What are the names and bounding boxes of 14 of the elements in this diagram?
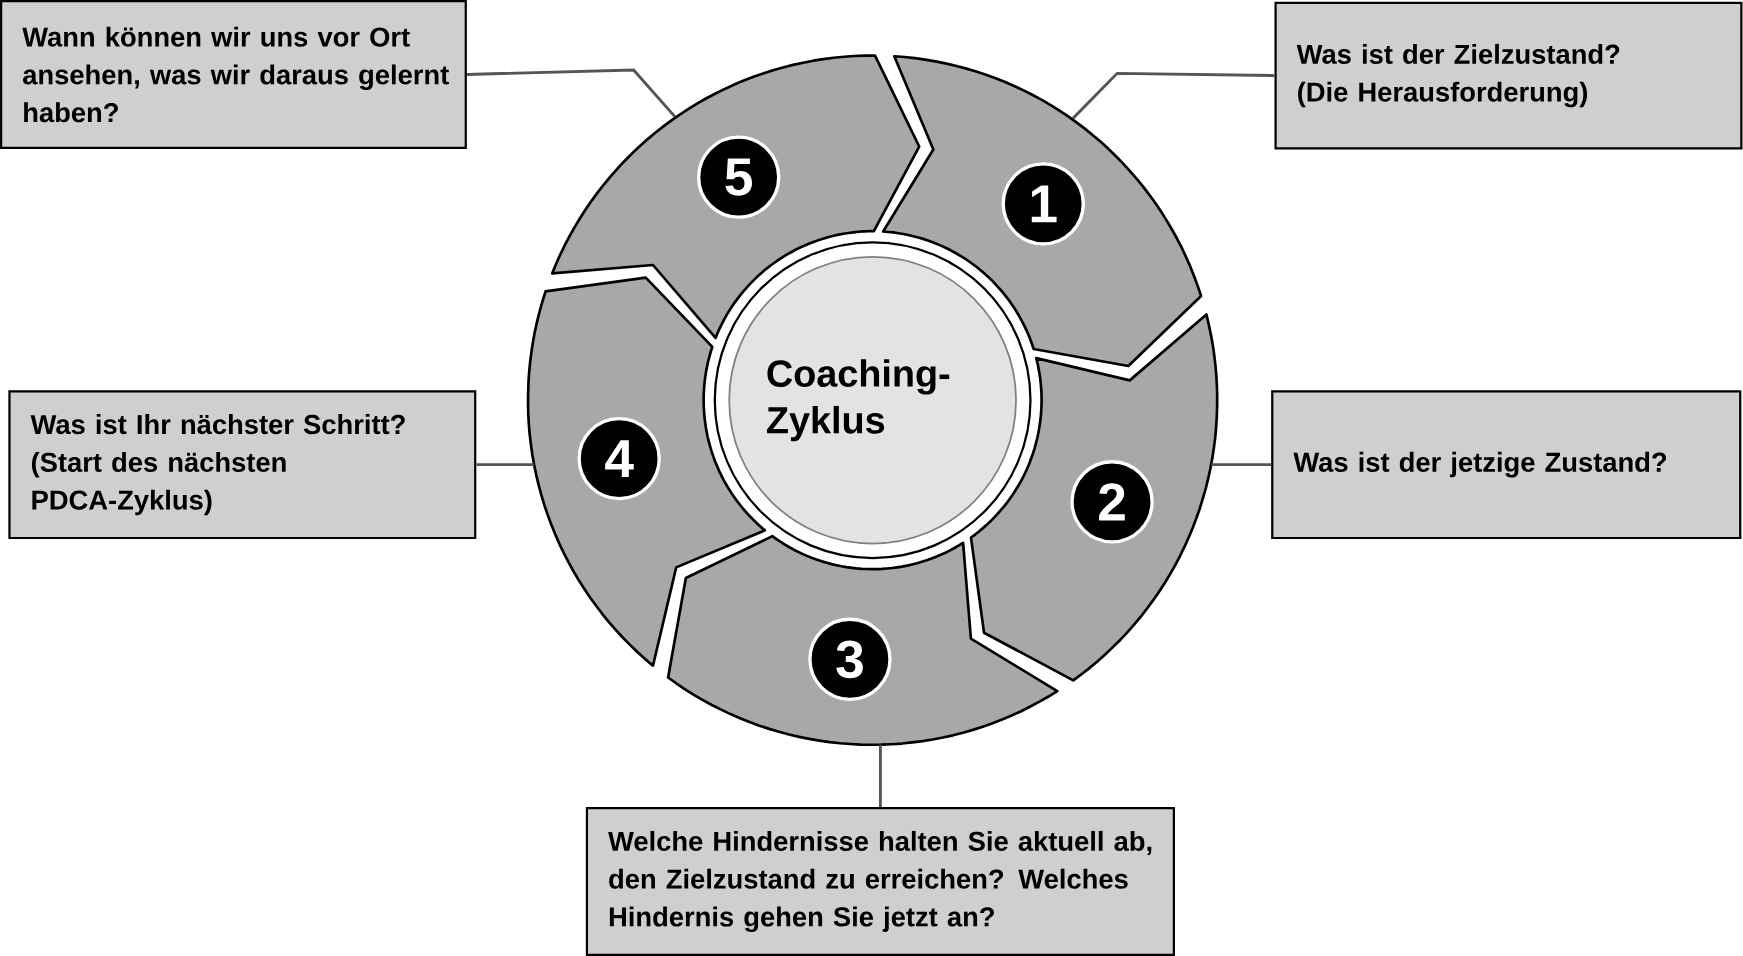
- cycle-segment: 4: [526, 276, 767, 668]
- leader-line: [466, 68, 676, 118]
- question-box: Was ist der Zielzustand? (Die Herausforderung): [1274, 1, 1743, 150]
- question-box: Was ist Ihr nächster Schritt? (Start des nächsten PDCA-Zyklus): [8, 390, 477, 540]
- leader-line: [476, 463, 534, 467]
- leader-line: [1071, 71, 1275, 120]
- question-box: Welche Hindernisse halten Sie aktuell ab, den Zielzustand zu erreichen? Welches Hindernis gehen Sie jetzt an?: [585, 807, 1175, 956]
- leader-line: [878, 744, 882, 808]
- question-box: Was ist der jetzige Zustand?: [1271, 390, 1742, 540]
- cycle-segment: 3: [666, 534, 1059, 747]
- cycle-segment: 2: [969, 313, 1219, 682]
- question-box: Wann können wir uns vor Ort ansehen, was wir daraus gelernt haben?: [0, 0, 467, 149]
- leader-line: [1211, 463, 1272, 467]
- cycle-segment: 5: [550, 54, 921, 340]
